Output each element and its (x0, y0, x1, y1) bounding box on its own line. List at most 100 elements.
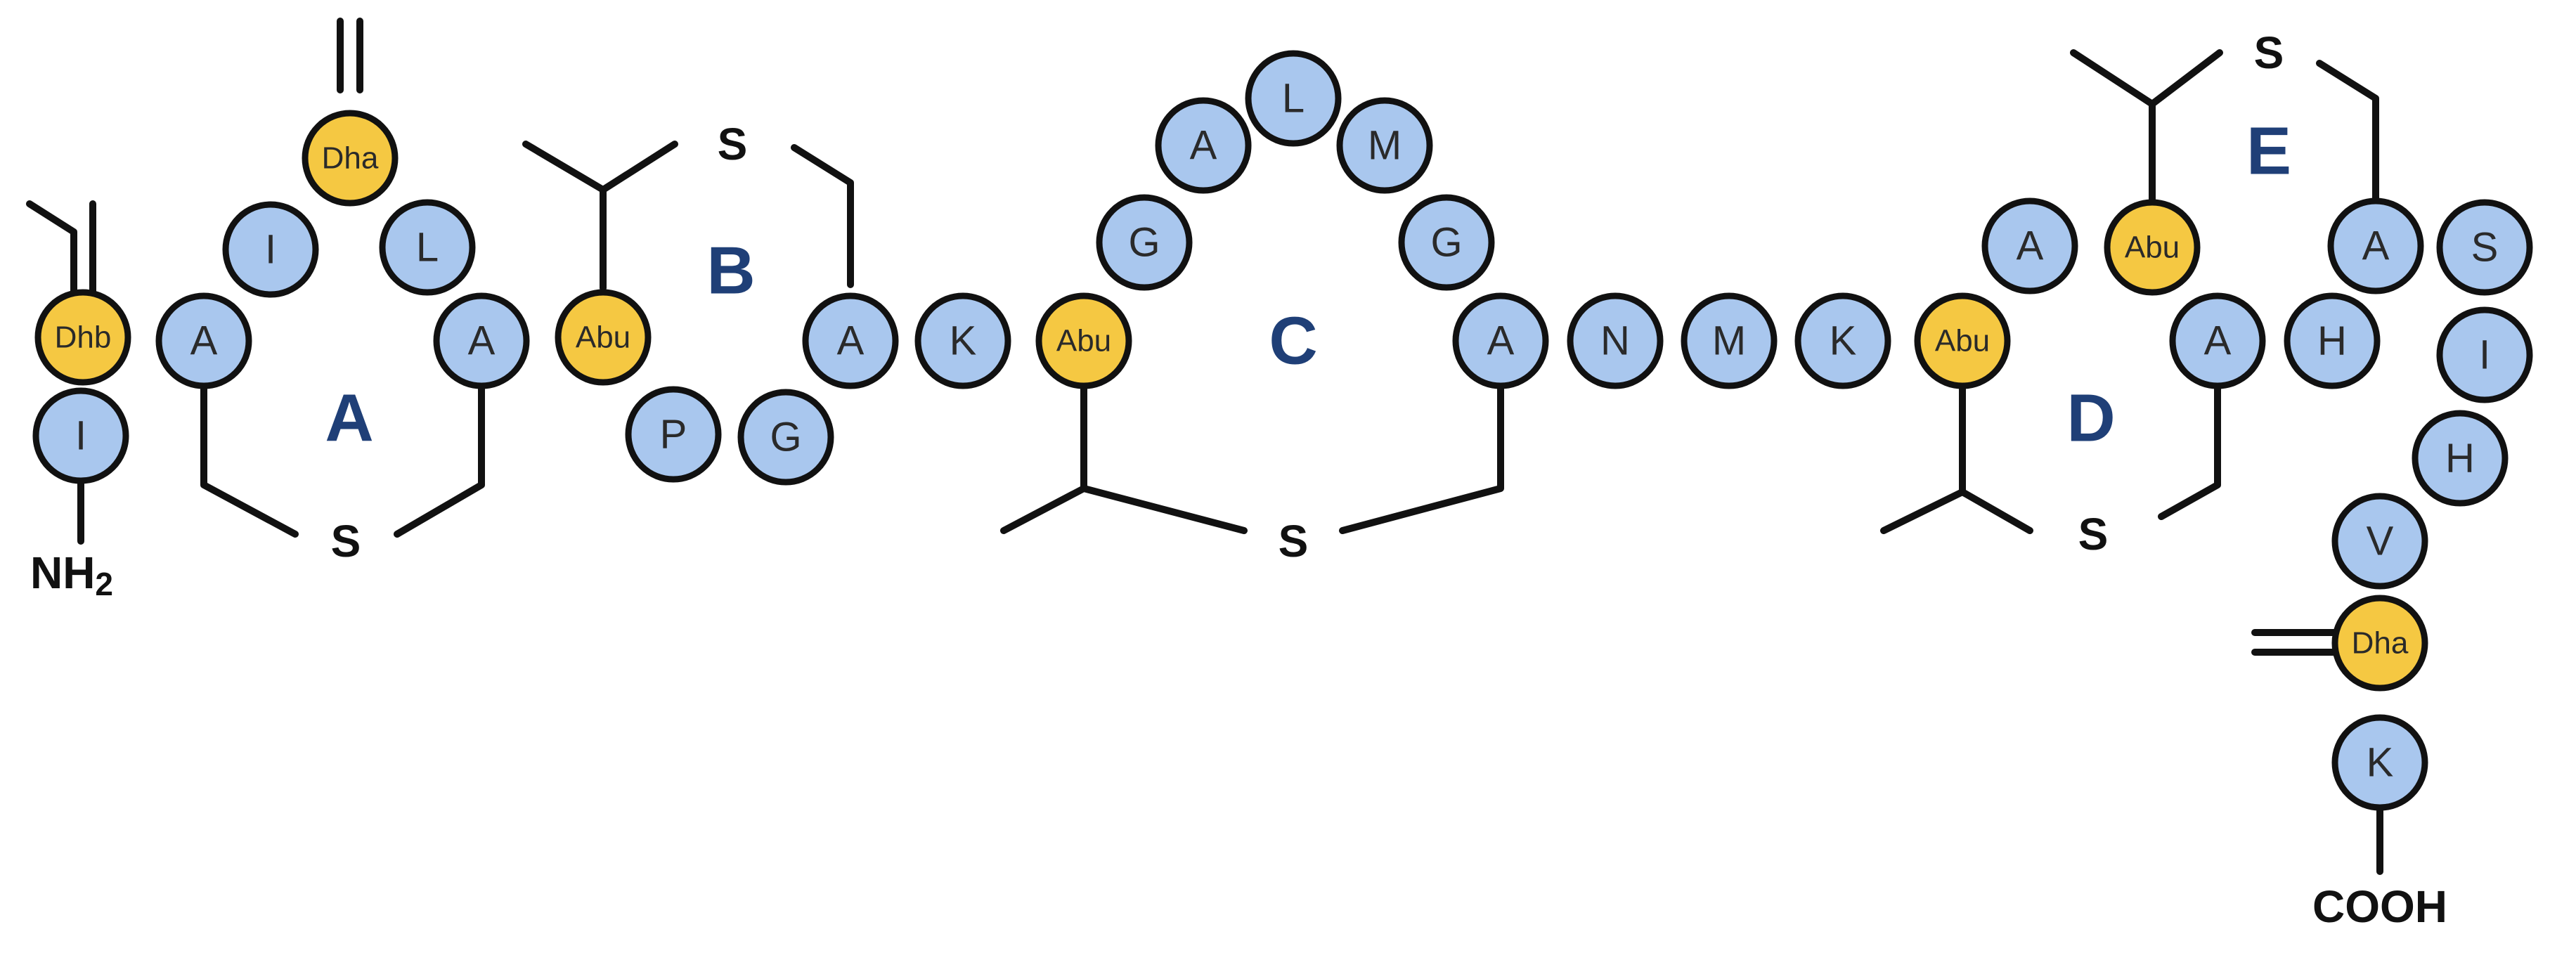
residue-label: K (2367, 740, 2394, 786)
residue-s-29: S (2436, 199, 2533, 296)
residue-bead (2169, 292, 2266, 389)
residue-a-15: A (1155, 97, 1252, 194)
residue-h-27: H (2284, 292, 2381, 389)
residue-label: L (1282, 76, 1305, 122)
sulfur-ring-e: S (2254, 27, 2284, 78)
bond-ring-a-thioether (200, 380, 485, 538)
residue-abu-23: Abu (1914, 292, 2011, 389)
residue-g-18: G (1398, 194, 1495, 291)
residue-bead (1245, 50, 1342, 147)
residue-bead (2327, 197, 2424, 294)
residue-label: A (837, 318, 865, 364)
residue-bead (1035, 292, 1132, 389)
residue-label: Abu (1935, 324, 1990, 358)
residue-a-28: A (2327, 197, 2424, 294)
residue-bead (1452, 292, 1549, 389)
residue-label: A (190, 318, 218, 364)
residue-p-9: P (625, 386, 722, 483)
residue-bead (1336, 97, 1433, 194)
ring-label-b: B (706, 233, 755, 309)
residue-label: A (468, 318, 496, 364)
bond-lines (26, 18, 2383, 875)
residue-bead (625, 386, 722, 483)
residue-label: I (2479, 332, 2490, 378)
residue-label: P (660, 412, 687, 458)
residue-bead (1398, 194, 1495, 291)
residue-label: A (2204, 318, 2232, 364)
residue-l-16: L (1245, 50, 1342, 147)
bond-ring-d-thioether (1880, 380, 2221, 534)
residue-label: K (1830, 318, 1857, 364)
residue-bead (302, 110, 399, 207)
residue-label: Dha (2352, 626, 2409, 661)
residue-l-6: L (379, 199, 476, 296)
ring-label-c: C (1269, 304, 1317, 379)
residue-bead (914, 292, 1011, 389)
residue-g-10: G (737, 389, 834, 486)
residue-label: G (1430, 220, 1462, 266)
residue-m-21: M (1681, 292, 1778, 389)
residue-bead (379, 199, 476, 296)
bond-ring-c-thioether (1000, 380, 1504, 534)
residue-label: I (75, 413, 86, 459)
bond-dha-methylene-top (337, 18, 363, 93)
residue-label: G (1128, 220, 1160, 266)
residue-bead (1794, 292, 1891, 389)
residue-label: Dha (322, 141, 379, 176)
residue-label: H (2445, 436, 2475, 481)
ring-labels: A B C D E (325, 114, 2291, 456)
residue-dhb-2: Dhb (34, 289, 131, 386)
residue-label: S (2471, 225, 2499, 271)
residue-n-20: N (1567, 292, 1664, 389)
atom-labels: NH2 COOH S S S S S (30, 27, 2447, 932)
residue-abu-13: Abu (1035, 292, 1132, 389)
residue-bead (1567, 292, 1664, 389)
residue-label: Abu (1056, 324, 1111, 358)
residue-label: G (770, 415, 801, 460)
residue-bead (2284, 292, 2381, 389)
residue-label: K (950, 318, 977, 364)
residue-m-17: M (1336, 97, 1433, 194)
residue-a-19: A (1452, 292, 1549, 389)
residue-bead (2331, 493, 2428, 590)
residue-bead (2412, 410, 2509, 507)
bond-ring-b-thioether (522, 141, 854, 292)
residue-label: Dhb (55, 320, 112, 355)
residue-label: M (1368, 123, 1402, 169)
residue-bead (1914, 292, 2011, 389)
residue-label: H (2317, 318, 2347, 364)
n-terminus-label: NH2 (30, 547, 113, 602)
residue-dha-33: Dha (2331, 595, 2428, 692)
residue-i-4: I (222, 201, 319, 298)
residue-a-3: A (155, 292, 252, 389)
sulfur-ring-d: S (2078, 509, 2109, 559)
residue-abu-25: Abu (2104, 199, 2201, 296)
residue-a-24: A (1981, 197, 2078, 294)
residue-label: M (1712, 318, 1746, 364)
ring-label-e: E (2246, 114, 2291, 189)
residue-a-26: A (2169, 292, 2266, 389)
residue-bead (32, 387, 129, 484)
residue-label: V (2367, 519, 2394, 564)
residue-bead (1981, 197, 2078, 294)
residue-h-31: H (2412, 410, 2509, 507)
residue-bead (1155, 97, 1252, 194)
residue-label: I (265, 227, 276, 273)
c-terminus-label: COOH (2312, 881, 2447, 932)
residue-label: A (1190, 123, 1217, 169)
residue-label: Abu (576, 320, 630, 355)
residue-bead (802, 292, 899, 389)
sulfur-ring-b: S (718, 119, 748, 169)
residue-a-7: A (433, 292, 530, 389)
residue-bead (433, 292, 530, 389)
residue-bead (155, 292, 252, 389)
residue-dha-5: Dha (302, 110, 399, 207)
residue-v-32: V (2331, 493, 2428, 590)
residue-abu-8: Abu (555, 289, 652, 386)
residue-label: N (1600, 318, 1630, 364)
residue-label: A (2017, 223, 2044, 269)
residue-label: Abu (2125, 231, 2180, 265)
residue-i-30: I (2436, 306, 2533, 403)
residue-label: A (2362, 223, 2390, 269)
